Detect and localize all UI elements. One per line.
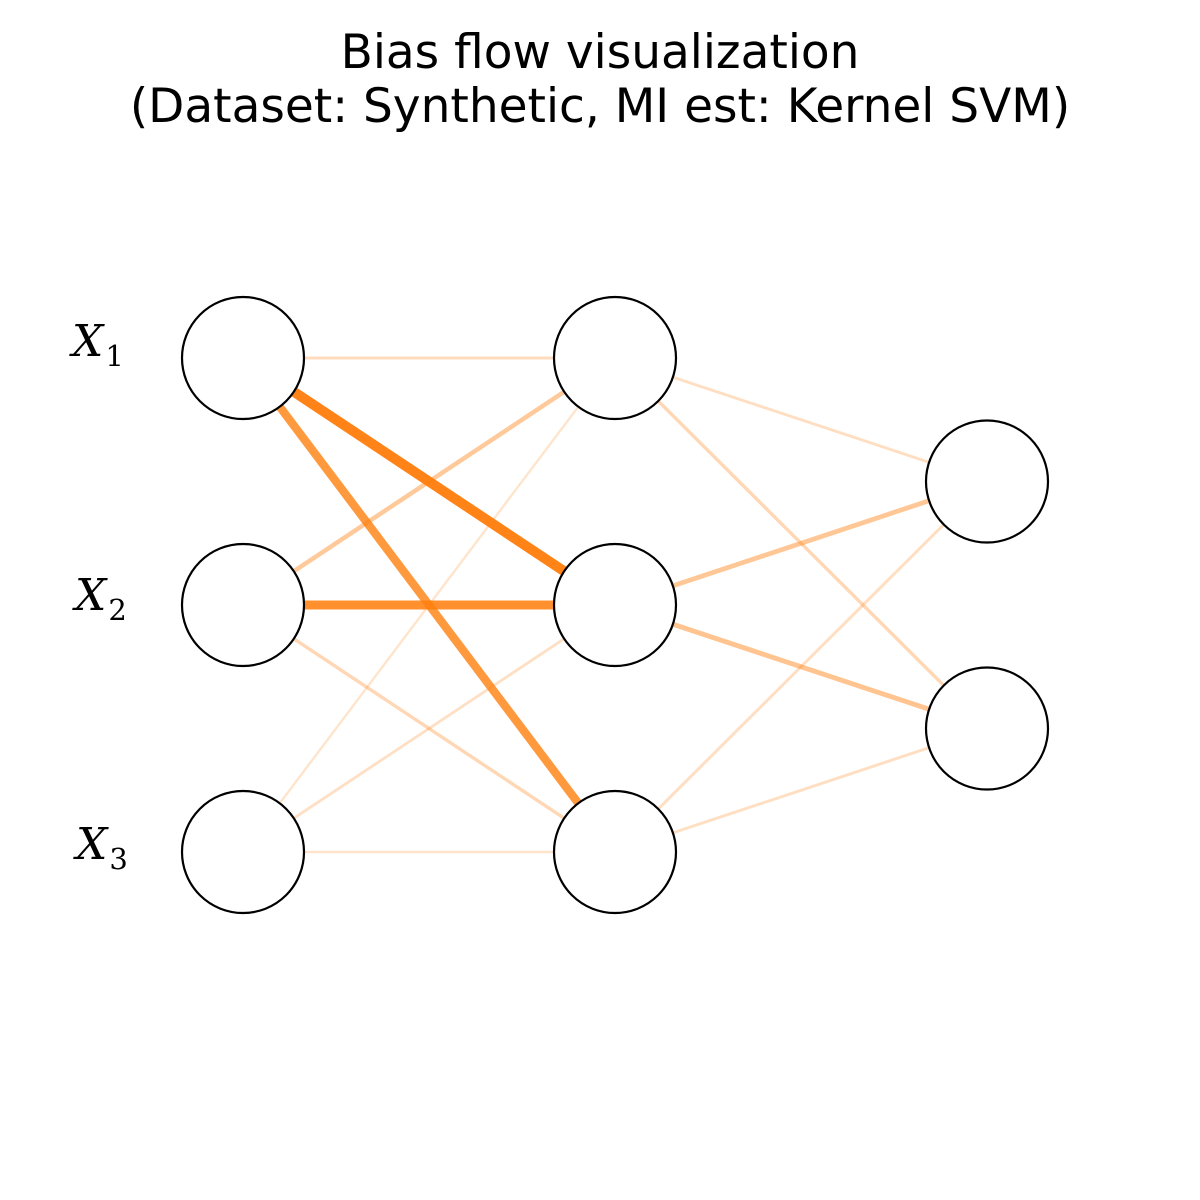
- edge-L1N2-L2N1: [614, 727, 988, 854]
- diagram-title: Bias flow visualization (Dataset: Synthe…: [0, 26, 1200, 134]
- input-label-index: 2: [108, 593, 127, 627]
- node-layer1-0: [552, 295, 678, 421]
- node-layer1-1: [552, 542, 678, 668]
- input-label-x2: X2: [75, 574, 127, 625]
- edge-L0N1-L1N0: [241, 356, 617, 607]
- edge-L0N2-L1N1: [242, 603, 616, 854]
- title-line-1: Bias flow visualization: [340, 25, 860, 80]
- edge-L1N0-L2N0: [614, 356, 988, 483]
- input-label-index: 1: [105, 339, 124, 373]
- node-layer0-1: [180, 542, 306, 668]
- node-layer2-1: [924, 666, 1050, 791]
- node-layer: [180, 295, 1050, 915]
- input-label-x3: X3: [76, 823, 128, 874]
- title-line-2: (Dataset: Synthetic, MI est: Kernel SVM): [129, 79, 1071, 134]
- input-label-letter: X: [75, 570, 107, 621]
- edge-L1N2-L2N0: [613, 480, 989, 854]
- input-label-index: 3: [109, 842, 128, 876]
- edge-layer: [239, 353, 989, 855]
- input-label-letter: X: [72, 316, 104, 367]
- edge-L0N2-L1N0: [242, 357, 616, 853]
- edge-L1N0-L2N1: [613, 356, 989, 730]
- edge-L0N1-L1N2: [242, 603, 616, 854]
- edge-L0N0-L1N1: [240, 353, 618, 610]
- node-layer1-2: [552, 789, 678, 915]
- edge-L1N1-L2N1: [614, 602, 988, 731]
- edge-L1N1-L2N0: [614, 479, 988, 608]
- input-label-x1: X1: [72, 320, 124, 371]
- node-layer0-2: [180, 789, 306, 915]
- node-layer0-0: [180, 295, 306, 421]
- node-layer2-0: [924, 419, 1050, 544]
- input-label-letter: X: [76, 819, 108, 870]
